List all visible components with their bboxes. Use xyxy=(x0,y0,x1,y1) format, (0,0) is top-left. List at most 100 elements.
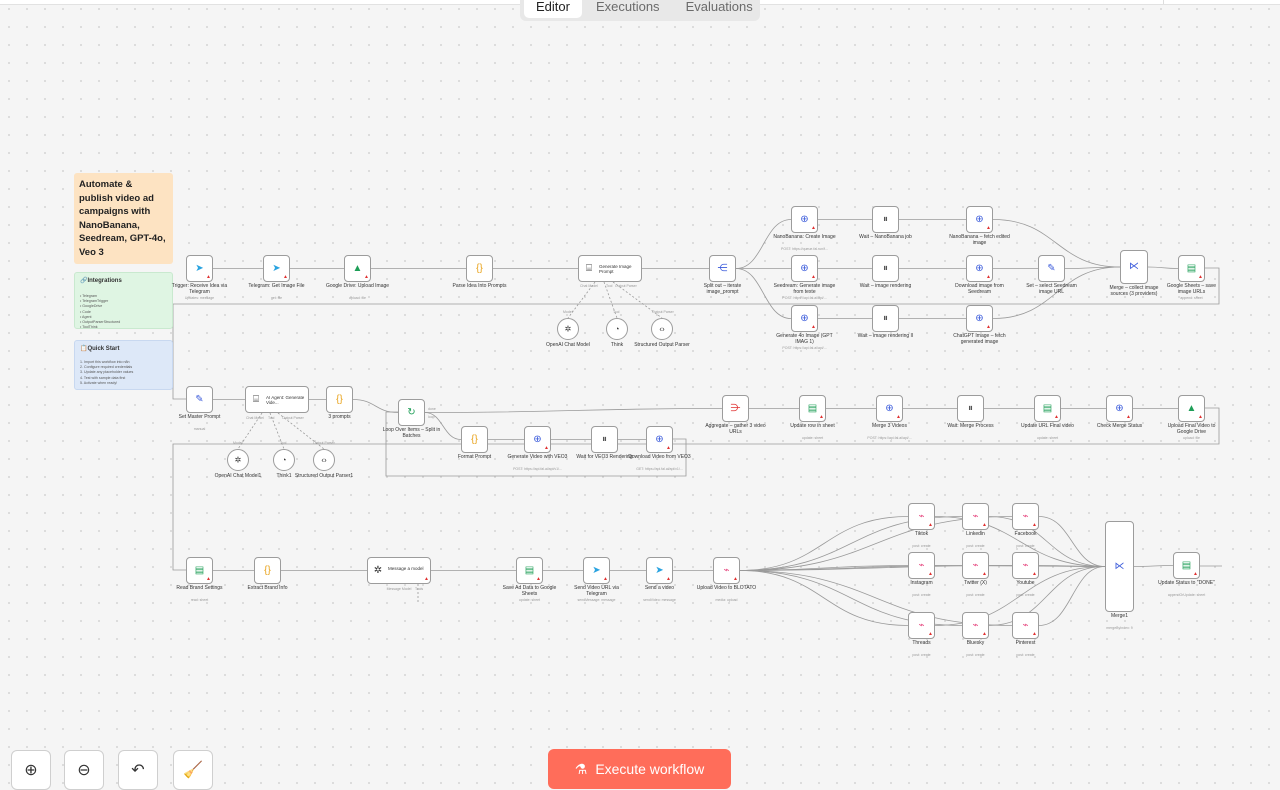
zoom-out-icon: ⊖ xyxy=(77,762,91,779)
tab-evaluations[interactable]: Evaluations xyxy=(685,0,753,14)
node-label: Wait – NanoBanana job xyxy=(859,234,912,240)
execute-workflow-button[interactable]: ⚗ Execute workflow xyxy=(548,749,731,789)
node-ext[interactable]: {} xyxy=(254,557,281,584)
node-subtitle: update: sheet xyxy=(801,436,824,440)
warning-icon: ▲ xyxy=(1054,414,1059,420)
connection-line xyxy=(237,412,263,450)
sub-node-label: OpenAI Chat Model1 xyxy=(214,473,262,479)
node-agent[interactable]: ⌸AI Agent: Generate Vide... xyxy=(245,386,309,413)
node-w3[interactable]: ⏸ xyxy=(872,305,899,332)
node-m3[interactable]: ⊕▲ xyxy=(876,395,903,422)
connection-line xyxy=(988,516,1106,567)
node-fb[interactable]: ⌁▲ xyxy=(1012,503,1039,530)
node-wveo[interactable]: ⏸ xyxy=(591,426,618,453)
zoom-in-button[interactable]: ⊕ xyxy=(11,750,51,790)
connection-line xyxy=(988,566,1106,626)
node-chk[interactable]: ⊕▲ xyxy=(1106,395,1133,422)
node-brand[interactable]: ▤▲ xyxy=(186,557,213,584)
node-parse[interactable]: {} xyxy=(466,255,493,282)
node-trigger[interactable]: ➤▲ xyxy=(186,255,213,282)
globe-icon: ⊕ xyxy=(975,262,984,274)
node-tw[interactable]: ⌁▲ xyxy=(962,552,989,579)
connection-port-label: Chat Model xyxy=(580,284,598,288)
node-pi[interactable]: ⌁▲ xyxy=(1012,612,1039,639)
node-sd[interactable]: ⊕▲ xyxy=(791,255,818,282)
node-sendurl[interactable]: ➤▲ xyxy=(583,557,610,584)
pause-icon: ⏸ xyxy=(883,213,888,225)
node-upfin[interactable]: ▲▲ xyxy=(1178,395,1205,422)
undo-button[interactable]: ↶ xyxy=(118,750,158,790)
code-tag-icon: ‹› xyxy=(321,455,327,465)
node-w2[interactable]: ⏸ xyxy=(872,255,899,282)
node-fmt[interactable]: {} xyxy=(461,426,488,453)
node-getimg[interactable]: ➤▲ xyxy=(263,255,290,282)
aggregate-icon: ⋺ xyxy=(730,402,741,414)
sub-node[interactable]: ‹› xyxy=(313,449,335,471)
node-label: Trigger: Receive Idea via Telegram xyxy=(171,283,228,295)
node-gpt[interactable]: ⊕▲ xyxy=(791,305,818,332)
sub-node[interactable]: ‹› xyxy=(651,318,673,340)
blotato-icon: ⌁ xyxy=(918,510,925,522)
code-braces-icon: {} xyxy=(336,393,343,405)
node-yt[interactable]: ⌁▲ xyxy=(1012,552,1039,579)
node-nb[interactable]: ⊕▲ xyxy=(791,206,818,233)
node-done[interactable]: ▤▲ xyxy=(1173,552,1200,579)
telegram-icon: ➤ xyxy=(272,262,281,274)
node-upd[interactable]: ▤▲ xyxy=(799,395,826,422)
node-genprompt[interactable]: ⌸Generate Image Prompt xyxy=(578,255,642,282)
node-dlsd[interactable]: ⊕▲ xyxy=(966,255,993,282)
tidy-up-button[interactable]: 🧹 xyxy=(173,750,213,790)
sub-node[interactable]: ✲ xyxy=(557,318,579,340)
sub-node[interactable]: ◔ xyxy=(273,449,295,471)
sub-node[interactable]: ◔ xyxy=(606,318,628,340)
node-split[interactable]: ⋲ xyxy=(709,255,736,282)
sticky-note-integrations[interactable]: 🔗Integrations • Telegram• TelegramTrigge… xyxy=(74,272,173,329)
blotato-icon: ⌁ xyxy=(972,559,979,571)
node-msg[interactable]: ✲▲Message a model xyxy=(367,557,431,584)
node-sendv[interactable]: ➤▲ xyxy=(646,557,673,584)
node-nbf[interactable]: ⊕▲ xyxy=(966,206,993,233)
node-merge1[interactable]: ⋉ xyxy=(1120,250,1148,284)
node-blot[interactable]: ⌁▲ xyxy=(713,557,740,584)
node-save[interactable]: ▤▲ xyxy=(516,557,543,584)
node-agg[interactable]: ⋺ xyxy=(722,395,749,422)
sticky-note-quickstart[interactable]: 📋Quick Start 1. Import this workflow int… xyxy=(74,340,173,390)
connection-port-label: Model xyxy=(233,441,243,445)
connection-line xyxy=(1147,266,1179,269)
node-gptf[interactable]: ⊕▲ xyxy=(966,305,993,332)
tab-editor[interactable]: Editor xyxy=(524,0,582,18)
node-subtitle: upload: file xyxy=(1183,436,1200,440)
node-merge2[interactable]: ⋉ xyxy=(1105,521,1134,612)
node-loop[interactable]: ↻ xyxy=(398,399,425,426)
node-gs1[interactable]: ▤▲ xyxy=(1178,255,1205,282)
node-setsd[interactable]: ✎ xyxy=(1038,255,1065,282)
node-li[interactable]: ⌁▲ xyxy=(962,503,989,530)
sub-node[interactable]: ✲ xyxy=(227,449,249,471)
node-tt[interactable]: ⌁▲ xyxy=(908,503,935,530)
node-master[interactable]: ✎ xyxy=(186,386,213,413)
node-label: Set Master Prompt xyxy=(178,414,221,420)
node-label: Aggregate – gather 3 video URLs xyxy=(705,423,766,435)
node-dlveo[interactable]: ⊕▲ xyxy=(646,426,673,453)
node-ig[interactable]: ⌁▲ xyxy=(908,552,935,579)
warning-icon: ▲ xyxy=(364,274,369,280)
zoom-out-button[interactable]: ⊖ xyxy=(64,750,104,790)
sticky-note-title[interactable]: Automate & publish video ad campaigns wi… xyxy=(74,173,173,264)
node-p3[interactable]: {} xyxy=(326,386,353,413)
node-wm[interactable]: ⏸ xyxy=(957,395,984,422)
node-w1[interactable]: ⏸ xyxy=(872,206,899,233)
globe-icon: ⊕ xyxy=(975,213,984,225)
node-th[interactable]: ⌁▲ xyxy=(908,612,935,639)
node-gdrive[interactable]: ▲▲ xyxy=(344,255,371,282)
openai-icon: ✲ xyxy=(564,324,572,334)
node-label: Telegram: Get Image File xyxy=(248,283,305,289)
tab-executions[interactable]: Executions xyxy=(595,0,660,14)
node-updurl[interactable]: ▤▲ xyxy=(1034,395,1061,422)
node-veo[interactable]: ⊕▲ xyxy=(524,426,551,453)
node-label: Upload Video to BLOTATO xyxy=(696,585,757,591)
node-label: Instagram xyxy=(910,580,933,586)
pause-icon: ⏸ xyxy=(968,402,973,414)
node-bs[interactable]: ⌁▲ xyxy=(962,612,989,639)
connection-line xyxy=(269,412,285,450)
openai-icon: ✲ xyxy=(373,564,383,576)
